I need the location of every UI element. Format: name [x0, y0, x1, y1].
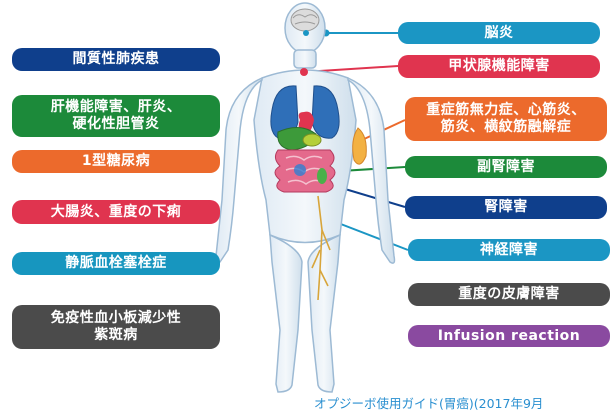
- label-type1-diabetes: 1型糖尿病: [12, 150, 220, 173]
- label-infusion-reaction: Infusion reaction: [408, 325, 610, 347]
- muscle-icon: [353, 128, 367, 164]
- label-text: 腎障害: [484, 199, 528, 216]
- label-text: 副腎障害: [477, 159, 535, 176]
- label-immune-thrombocytopenic-purpura: 免疫性血小板減少性 紫斑病: [12, 305, 220, 349]
- label-neuropathy: 神経障害: [408, 239, 610, 261]
- label-encephalitis: 脳炎: [398, 22, 600, 44]
- label-text: 神経障害: [480, 242, 538, 259]
- label-text: 免疫性血小板減少性 紫斑病: [51, 310, 182, 344]
- label-colitis-diarrhea: 大腸炎、重度の下痢: [12, 200, 220, 224]
- label-severe-skin-disorder: 重度の皮膚障害: [408, 283, 610, 306]
- label-adrenal-disorder: 副腎障害: [405, 156, 607, 178]
- label-myasthenia-myocarditis: 重症筋無力症、心筋炎、 筋炎、横紋筋融解症: [405, 97, 607, 141]
- label-text: 間質性肺疾患: [73, 51, 160, 68]
- label-text: 脳炎: [485, 25, 514, 42]
- source-caption: オプジーボ使用ガイド(胃癌)(2017年9月: [314, 393, 614, 412]
- label-thyroid-dysfunction: 甲状腺機能障害: [398, 55, 600, 78]
- label-venous-thromboembolism: 静脈血栓塞栓症: [12, 252, 220, 275]
- label-text: 重症筋無力症、心筋炎、 筋炎、横紋筋融解症: [426, 102, 586, 136]
- label-text: 重度の皮膚障害: [458, 286, 560, 303]
- label-text: 大腸炎、重度の下痢: [51, 204, 182, 221]
- label-text: Infusion reaction: [438, 328, 581, 345]
- label-interstitial-lung-disease: 間質性肺疾患: [12, 48, 220, 71]
- label-text: 肝機能障害、肝炎、 硬化性胆管炎: [51, 99, 182, 133]
- label-text: 静脈血栓塞栓症: [65, 255, 167, 272]
- label-renal-disorder: 腎障害: [405, 196, 607, 219]
- label-text: 1型糖尿病: [82, 153, 150, 170]
- label-text: 甲状腺機能障害: [448, 58, 550, 75]
- thyroid-icon: [300, 68, 308, 76]
- label-hepatic-dysfunction: 肝機能障害、肝炎、 硬化性胆管炎: [12, 95, 220, 137]
